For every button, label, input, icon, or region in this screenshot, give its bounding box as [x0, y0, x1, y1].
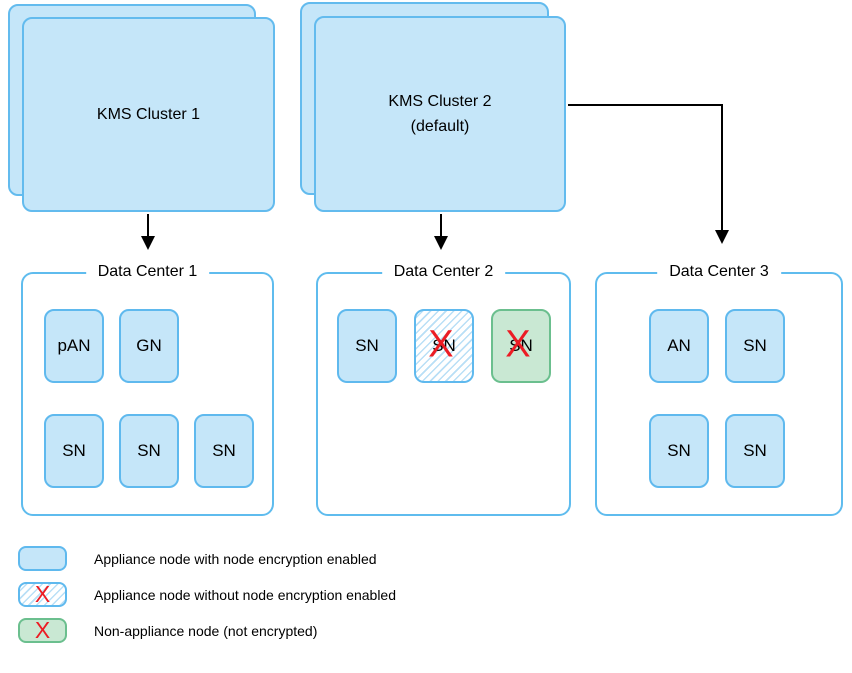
datacenter-2-box: Data Center 2 SN SN X SN X — [316, 263, 571, 516]
dc1-node-sn2-label: SN — [137, 441, 161, 460]
dc1-node-pan: pAN — [44, 309, 104, 383]
dc3-node-sn3: SN — [725, 414, 785, 488]
dc3-node-sn3-label: SN — [743, 441, 767, 460]
dc2-node-sn2-unencrypted: SN X — [414, 309, 474, 383]
dc1-node-gn: GN — [119, 309, 179, 383]
dc1-node-sn1: SN — [44, 414, 104, 488]
arrow-kms2-dc3-head-icon — [715, 230, 729, 244]
datacenter-3-box: Data Center 3 AN SN SN SN — [595, 263, 843, 516]
dc2-node-sn2-label: SN — [432, 336, 456, 355]
dc3-node-sn2: SN — [649, 414, 709, 488]
kms-cluster-2-box: KMS Cluster 2 (default) — [314, 16, 566, 212]
datacenter-1-title: Data Center 1 — [85, 263, 210, 281]
arrow-kms2-dc3-vline — [721, 104, 723, 231]
kms-cluster-1-box: KMS Cluster 1 — [22, 17, 275, 212]
legend-label-appliance-encrypted: Appliance node with node encryption enab… — [94, 550, 377, 567]
red-x-icon: X — [428, 323, 454, 366]
legend-swatch-appliance-not-encrypted: X — [18, 582, 67, 607]
dc2-node-sn1-label: SN — [355, 336, 379, 355]
datacenter-1-box: Data Center 1 pAN GN SN SN SN — [21, 263, 274, 516]
dc3-node-an-label: AN — [667, 336, 691, 355]
datacenter-3-title: Data Center 3 — [657, 263, 781, 281]
dc3-node-an: AN — [649, 309, 709, 383]
red-x-icon: X — [34, 616, 51, 643]
red-x-icon: X — [505, 323, 531, 366]
legend-label-non-appliance: Non-appliance node (not encrypted) — [94, 622, 318, 639]
dc1-node-sn2: SN — [119, 414, 179, 488]
dc3-node-sn1: SN — [725, 309, 785, 383]
dc1-node-sn3: SN — [194, 414, 254, 488]
dc3-node-sn2-label: SN — [667, 441, 691, 460]
dc1-node-sn1-label: SN — [62, 441, 86, 460]
dc1-node-sn3-label: SN — [212, 441, 236, 460]
dc3-node-sn1-label: SN — [743, 336, 767, 355]
arrow-kms2-dc3-hline — [568, 104, 723, 106]
legend-item-appliance-encrypted: Appliance node with node encryption enab… — [18, 546, 377, 571]
legend-item-non-appliance: X Non-appliance node (not encrypted) — [18, 618, 317, 643]
legend-item-appliance-not-encrypted: X Appliance node without node encryption… — [18, 582, 396, 607]
legend-label-appliance-not-encrypted: Appliance node without node encryption e… — [94, 586, 397, 603]
dc2-node-sn1: SN — [337, 309, 397, 383]
dc1-node-gn-label: GN — [136, 336, 162, 355]
datacenter-2-title: Data Center 2 — [381, 263, 506, 281]
kms-cluster-2-label: KMS Cluster 2 — [388, 93, 492, 110]
legend-swatch-appliance-encrypted — [18, 546, 67, 571]
kms-cluster-1-label: KMS Cluster 1 — [96, 106, 201, 123]
arrow-kms1-dc1-head-icon — [141, 236, 155, 250]
arrow-kms2-dc2-line — [440, 214, 442, 237]
kms-cluster-2-sublabel: (default) — [410, 118, 470, 135]
dc2-node-sn3-nonappliance: SN X — [491, 309, 551, 383]
legend-swatch-non-appliance: X — [18, 618, 67, 643]
dc1-node-pan-label: pAN — [57, 336, 91, 355]
red-x-icon: X — [34, 580, 51, 607]
arrow-kms1-dc1-line — [147, 214, 149, 237]
dc2-node-sn3-label: SN — [509, 336, 533, 355]
arrow-kms2-dc2-head-icon — [434, 236, 448, 250]
